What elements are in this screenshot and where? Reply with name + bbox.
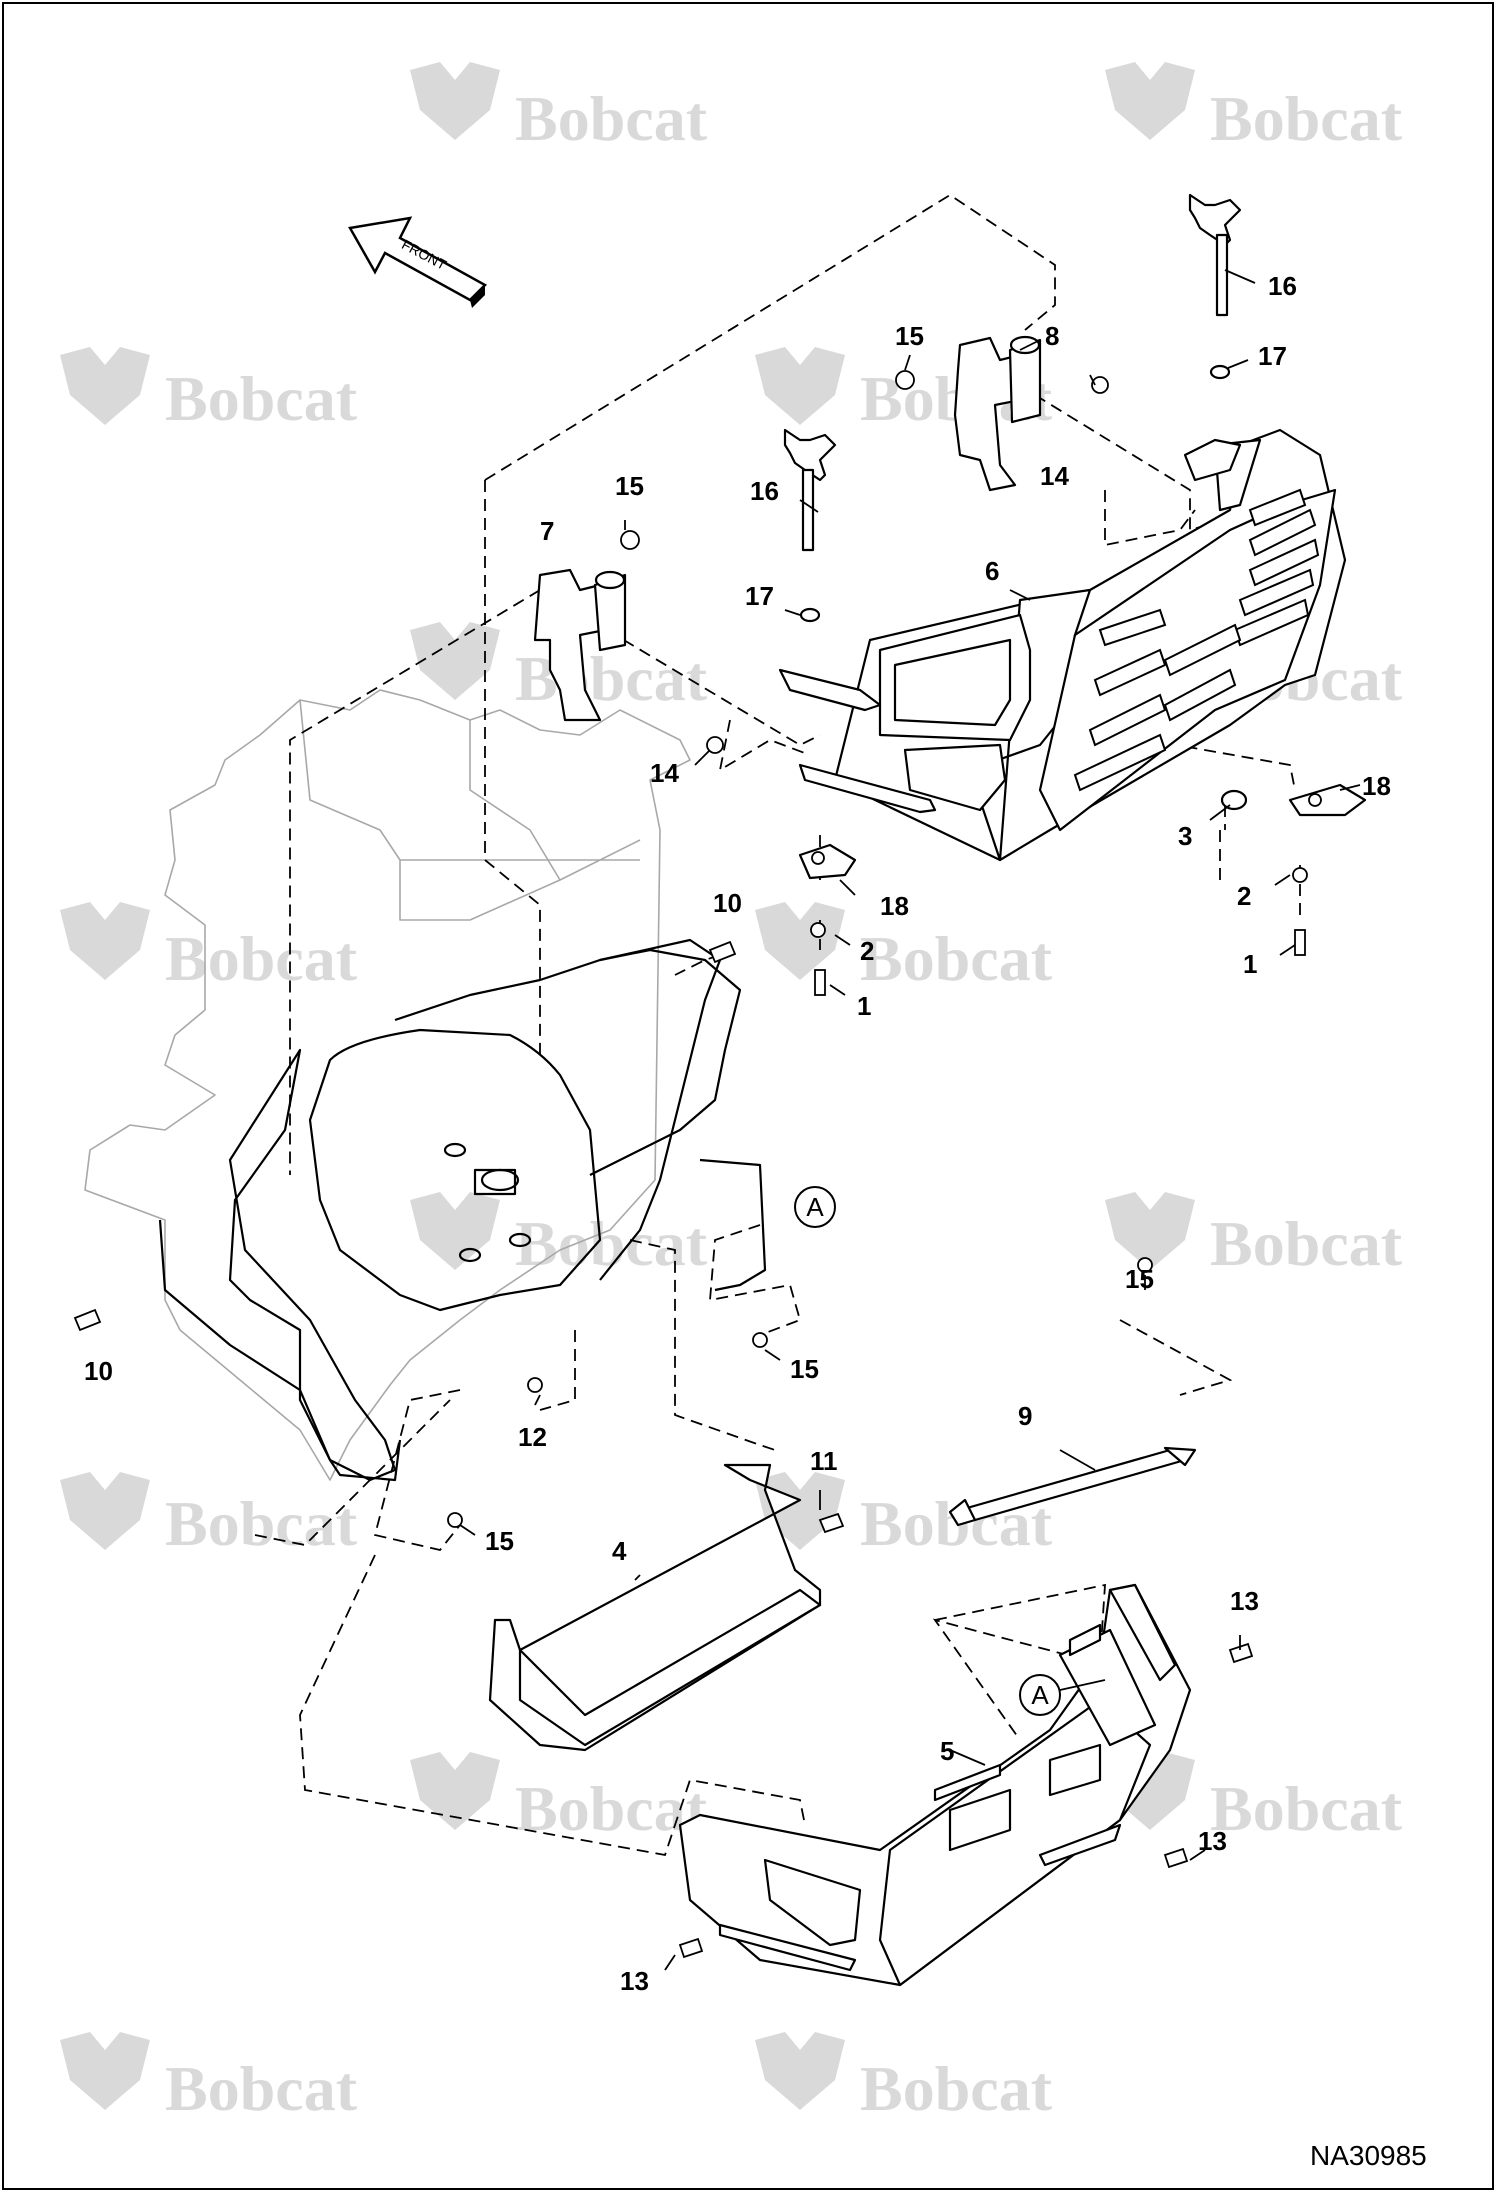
callout-16: 16 — [1268, 271, 1297, 301]
svg-text:Bobcat: Bobcat — [515, 1208, 708, 1279]
watermark: Bobcat — [60, 347, 358, 434]
callout-6: 6 — [985, 556, 999, 586]
svg-text:Bobcat: Bobcat — [515, 83, 708, 154]
callout-1: 1 — [1243, 949, 1257, 979]
svg-text:Bobcat: Bobcat — [860, 2053, 1053, 2124]
callout-9: 9 — [1018, 1401, 1032, 1431]
callout-8: 8 — [1045, 321, 1059, 351]
machine-frame — [84, 689, 767, 1482]
hardware — [73, 370, 1367, 1959]
callout-17: 17 — [745, 581, 774, 611]
assembly-lines — [254, 193, 1301, 1857]
svg-text:Bobcat: Bobcat — [515, 1773, 708, 1844]
callout-2: 2 — [860, 936, 874, 966]
watermark: Bobcat — [755, 902, 1053, 994]
svg-text:Bobcat: Bobcat — [165, 2053, 358, 2124]
svg-text:Bobcat: Bobcat — [1210, 1208, 1403, 1279]
callout-15: 15 — [485, 1526, 514, 1556]
callout-15: 15 — [1125, 1264, 1154, 1294]
watermark: Bobcat — [410, 1752, 708, 1844]
callout-18: 18 — [880, 891, 909, 921]
callout-12: 12 — [518, 1422, 547, 1452]
part-16-pin-lower — [783, 428, 837, 623]
part-16-pin-upper — [1188, 193, 1242, 380]
callout-13: 13 — [620, 1966, 649, 1996]
callout-7: 7 — [540, 516, 554, 546]
callout-10: 10 — [713, 888, 742, 918]
callout-3: 3 — [1178, 821, 1192, 851]
callout-13: 13 — [1198, 1826, 1227, 1856]
part-6-cover — [778, 428, 1347, 862]
part-8-bracket — [953, 335, 1042, 492]
svg-text:A: A — [1031, 1680, 1049, 1710]
svg-text:Bobcat: Bobcat — [165, 1488, 358, 1559]
svg-text:A: A — [806, 1192, 824, 1222]
watermark: Bobcat — [60, 2032, 358, 2124]
callout-5: 5 — [940, 1736, 954, 1766]
callout-16: 16 — [750, 476, 779, 506]
watermark: Bobcat — [410, 62, 708, 154]
callout-17: 17 — [1258, 341, 1287, 371]
callout-15: 15 — [790, 1354, 819, 1384]
callout-2: 2 — [1237, 881, 1251, 911]
part-5-guard — [678, 1583, 1192, 1987]
watermark: Bobcat — [60, 902, 358, 994]
watermark: Bobcat — [755, 2032, 1053, 2124]
watermark-layer: Bobcat Bobcat Bobcat Bobcat Bobcat Bobca… — [60, 62, 1403, 2124]
reference-a-upper: A — [794, 1186, 836, 1228]
callout-1: 1 — [857, 991, 871, 1021]
svg-text:Bobcat: Bobcat — [515, 643, 708, 714]
svg-text:Bobcat: Bobcat — [1210, 83, 1403, 154]
watermark: Bobcat — [410, 622, 708, 714]
callout-18: 18 — [1362, 771, 1391, 801]
watermark: Bobcat — [410, 1192, 708, 1279]
callout-10: 10 — [84, 1356, 113, 1386]
callout-15: 15 — [615, 471, 644, 501]
svg-text:Bobcat: Bobcat — [1210, 1773, 1403, 1844]
callout-11: 11 — [810, 1446, 838, 1476]
part-7-bracket — [533, 568, 627, 722]
watermark: Bobcat — [1105, 62, 1403, 154]
watermark: Bobcat — [1105, 1192, 1403, 1279]
part-9-strap — [948, 1446, 1197, 1527]
watermark: Bobcat — [60, 1472, 358, 1559]
watermark: Bobcat — [755, 1472, 1053, 1559]
leader-lines — [459, 269, 1361, 1971]
callout-4: 4 — [612, 1536, 627, 1566]
svg-text:Bobcat: Bobcat — [860, 923, 1053, 994]
callout-14: 14 — [1040, 461, 1069, 491]
svg-text:Bobcat: Bobcat — [165, 363, 358, 434]
callout-14: 14 — [650, 758, 679, 788]
figure-id: NA30985 — [1310, 2140, 1427, 2171]
svg-text:Bobcat: Bobcat — [165, 923, 358, 994]
part-4-shield — [488, 1463, 822, 1752]
callout-13: 13 — [1230, 1586, 1259, 1616]
callout-15: 15 — [895, 321, 924, 351]
callouts: 16 8 17 15 14 15 7 16 6 17 14 3 18 18 2 … — [84, 271, 1391, 1996]
front-arrow: FRONT — [348, 216, 488, 308]
reference-a-lower: A — [1019, 1674, 1106, 1716]
